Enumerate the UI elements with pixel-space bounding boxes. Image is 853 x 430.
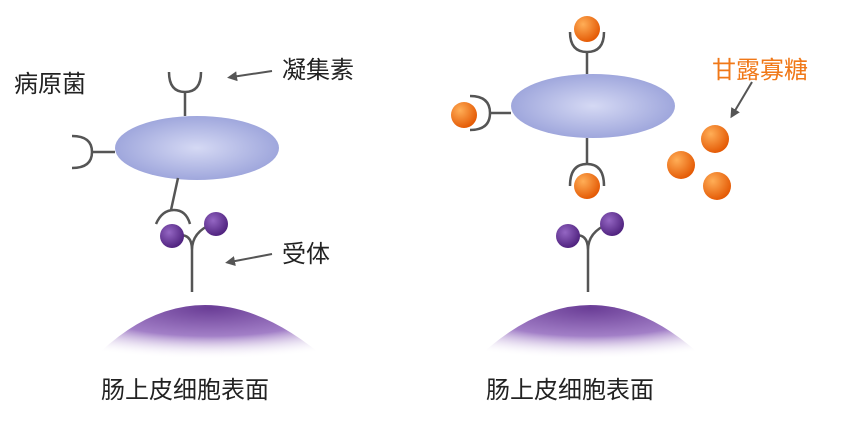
mannose-icon <box>574 173 600 199</box>
arrow-lectin <box>227 70 273 82</box>
receptor-right <box>556 212 624 292</box>
surface-label-left: 肠上皮细胞表面 <box>101 376 269 404</box>
receptor-sugar-icon <box>204 212 228 236</box>
receptor-label: 受体 <box>282 240 330 268</box>
lectin-label: 凝集素 <box>282 56 354 84</box>
mannose-label: 甘露寡糖 <box>712 56 808 84</box>
bacterium-body <box>115 116 279 180</box>
pathogen-label: 病原菌 <box>14 70 86 98</box>
receptor-left <box>160 212 228 292</box>
bacterium-body-right <box>511 74 675 138</box>
lectin-left-right-icon <box>451 94 511 132</box>
receptor-sugar-icon <box>600 212 624 236</box>
lectin-bottom-right-icon <box>568 138 606 199</box>
receptor-sugar-icon <box>160 224 184 248</box>
left-panel <box>71 70 330 362</box>
mannose-free-icon <box>667 151 695 179</box>
mannose-icon <box>451 102 477 128</box>
lectin-top-right-icon <box>568 16 606 74</box>
mannose-icon <box>574 16 600 42</box>
lectin-top-icon <box>167 71 203 116</box>
surface-label-right: 肠上皮细胞表面 <box>486 376 654 404</box>
arrow-mannose <box>730 81 753 119</box>
right-panel <box>451 16 753 362</box>
cell-surface-left <box>90 305 330 362</box>
cell-surface-right <box>473 305 708 362</box>
lectin-left-icon <box>71 134 115 170</box>
arrow-receptor <box>225 253 273 266</box>
receptor-sugar-icon <box>556 224 580 248</box>
mannose-free-icon <box>703 172 731 200</box>
mannose-free-icon <box>701 125 729 153</box>
lectin-bottom-icon <box>154 177 192 225</box>
